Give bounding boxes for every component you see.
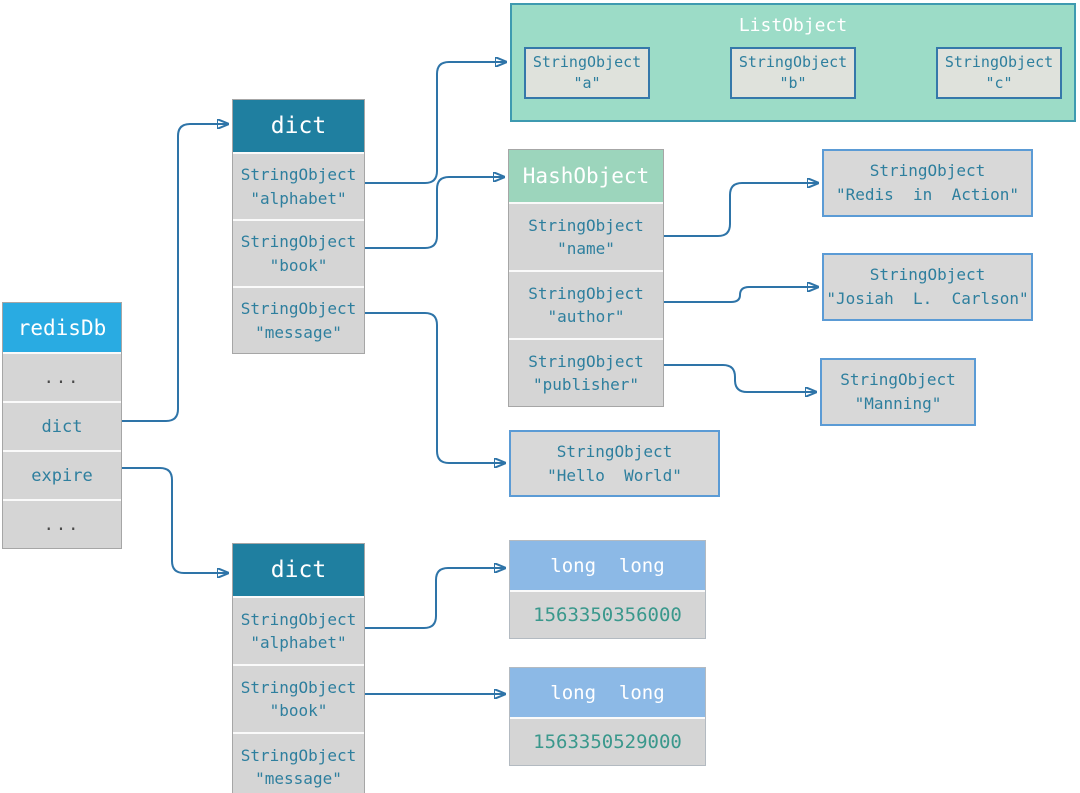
string-object-value: "b" [779, 74, 807, 92]
redisdb-row-ellipsis-top: ... [3, 352, 121, 401]
string-object-value: "message" [255, 322, 342, 342]
longlong-header: long long [510, 541, 705, 590]
string-object-type: StringObject [240, 299, 357, 319]
string-object-type: StringObject [556, 441, 673, 461]
dict-node-bottom: dict StringObject "alphabet" StringObjec… [232, 543, 365, 793]
hashobject-header: HashObject [509, 150, 663, 202]
link-book-to-hashobject [365, 177, 504, 249]
string-object-value: "c" [985, 74, 1013, 92]
string-object-value: "alphabet" [250, 633, 347, 652]
hashobject-row-author: StringObject "author" [509, 270, 663, 338]
redisdb-row-ellipsis-bottom: ... [3, 499, 121, 548]
dict-top-header: dict [233, 100, 364, 152]
string-object-type: StringObject [240, 165, 357, 185]
dict-top-row-book: StringObject "book" [233, 219, 364, 286]
string-object-type: StringObject [944, 53, 1054, 71]
string-object-type: StringObject [240, 677, 357, 697]
longlong-value: 1563350529000 [510, 717, 705, 765]
string-object-type: StringObject [240, 232, 357, 252]
link-name-to-redis-in-action [664, 183, 818, 237]
listobject-item-a: StringObject "a" [524, 47, 650, 99]
dict-top-row-alphabet: StringObject "alphabet" [233, 152, 364, 219]
string-object-value: "a" [573, 74, 601, 92]
hashobject-row-name: StringObject "name" [509, 202, 663, 270]
string-object-value: "message" [255, 769, 342, 788]
dict-node-top: dict StringObject "alphabet" StringObjec… [232, 99, 365, 354]
string-object-type: StringObject [532, 53, 642, 71]
link-redisdb-dict-to-dict-top [122, 124, 228, 422]
string-object-type: StringObject [738, 53, 848, 71]
string-object-type: StringObject [840, 370, 956, 389]
string-object-value: "Redis in Action" [835, 185, 1020, 204]
stringobject-manning: StringObject "Manning" [820, 358, 976, 426]
stringobject-redis-in-action: StringObject "Redis in Action" [822, 149, 1033, 217]
longlong-node-2: long long 1563350529000 [509, 667, 706, 766]
listobject-container: ListObject StringObject "a" StringObject… [510, 3, 1076, 122]
string-object-type: StringObject [869, 161, 986, 180]
dict-top-row-message: StringObject "message" [233, 286, 364, 353]
string-object-value: "alphabet" [250, 188, 347, 208]
hashobject-row-publisher: StringObject "publisher" [509, 338, 663, 406]
string-object-value: "author" [547, 307, 625, 326]
listobject-item-c: StringObject "c" [936, 47, 1062, 99]
link-redisdb-expire-to-dict-bottom [122, 467, 228, 573]
dict-bottom-row-alphabet: StringObject "alphabet" [233, 596, 364, 664]
hashobject-node: HashObject StringObject "name" StringObj… [508, 149, 664, 407]
string-object-value: "name" [557, 239, 615, 258]
redisdb-node: redisDb ... dict expire ... [2, 302, 122, 549]
string-object-type: StringObject [528, 351, 644, 371]
dict-bottom-row-book: StringObject "book" [233, 664, 364, 732]
string-object-value: "Hello World" [547, 465, 682, 485]
link-author-to-josiah [664, 287, 818, 303]
string-object-value: "book" [269, 255, 328, 275]
string-object-type: StringObject [528, 283, 644, 303]
string-object-value: "publisher" [533, 375, 639, 394]
link-message-to-hello-world [365, 312, 505, 463]
link-publisher-to-manning [664, 364, 816, 392]
string-object-type: StringObject [240, 745, 357, 765]
redisdb-header: redisDb [3, 303, 121, 352]
stringobject-josiah-carlson: StringObject "Josiah L. Carlson" [822, 253, 1033, 321]
string-object-value: "Josiah L. Carlson" [826, 289, 1029, 308]
listobject-item-b: StringObject "b" [730, 47, 856, 99]
longlong-header: long long [510, 668, 705, 717]
dict-bottom-header: dict [233, 544, 364, 596]
string-object-value: "book" [269, 701, 328, 720]
string-object-type: StringObject [240, 609, 357, 629]
listobject-title: ListObject [738, 15, 848, 36]
redisdb-row-dict: dict [3, 401, 121, 450]
redisdb-row-expire: expire [3, 450, 121, 499]
string-object-value: "Manning" [854, 394, 942, 413]
longlong-node-1: long long 1563350356000 [509, 540, 706, 639]
stringobject-hello-world: StringObject "Hello World" [509, 430, 720, 497]
string-object-type: StringObject [528, 215, 644, 235]
string-object-type: StringObject [869, 265, 986, 284]
longlong-value: 1563350356000 [510, 590, 705, 638]
link-alphabet-to-listobject [365, 62, 506, 184]
link-alphabet2-to-longlong1 [365, 568, 505, 629]
dict-bottom-row-message: StringObject "message" [233, 732, 364, 793]
